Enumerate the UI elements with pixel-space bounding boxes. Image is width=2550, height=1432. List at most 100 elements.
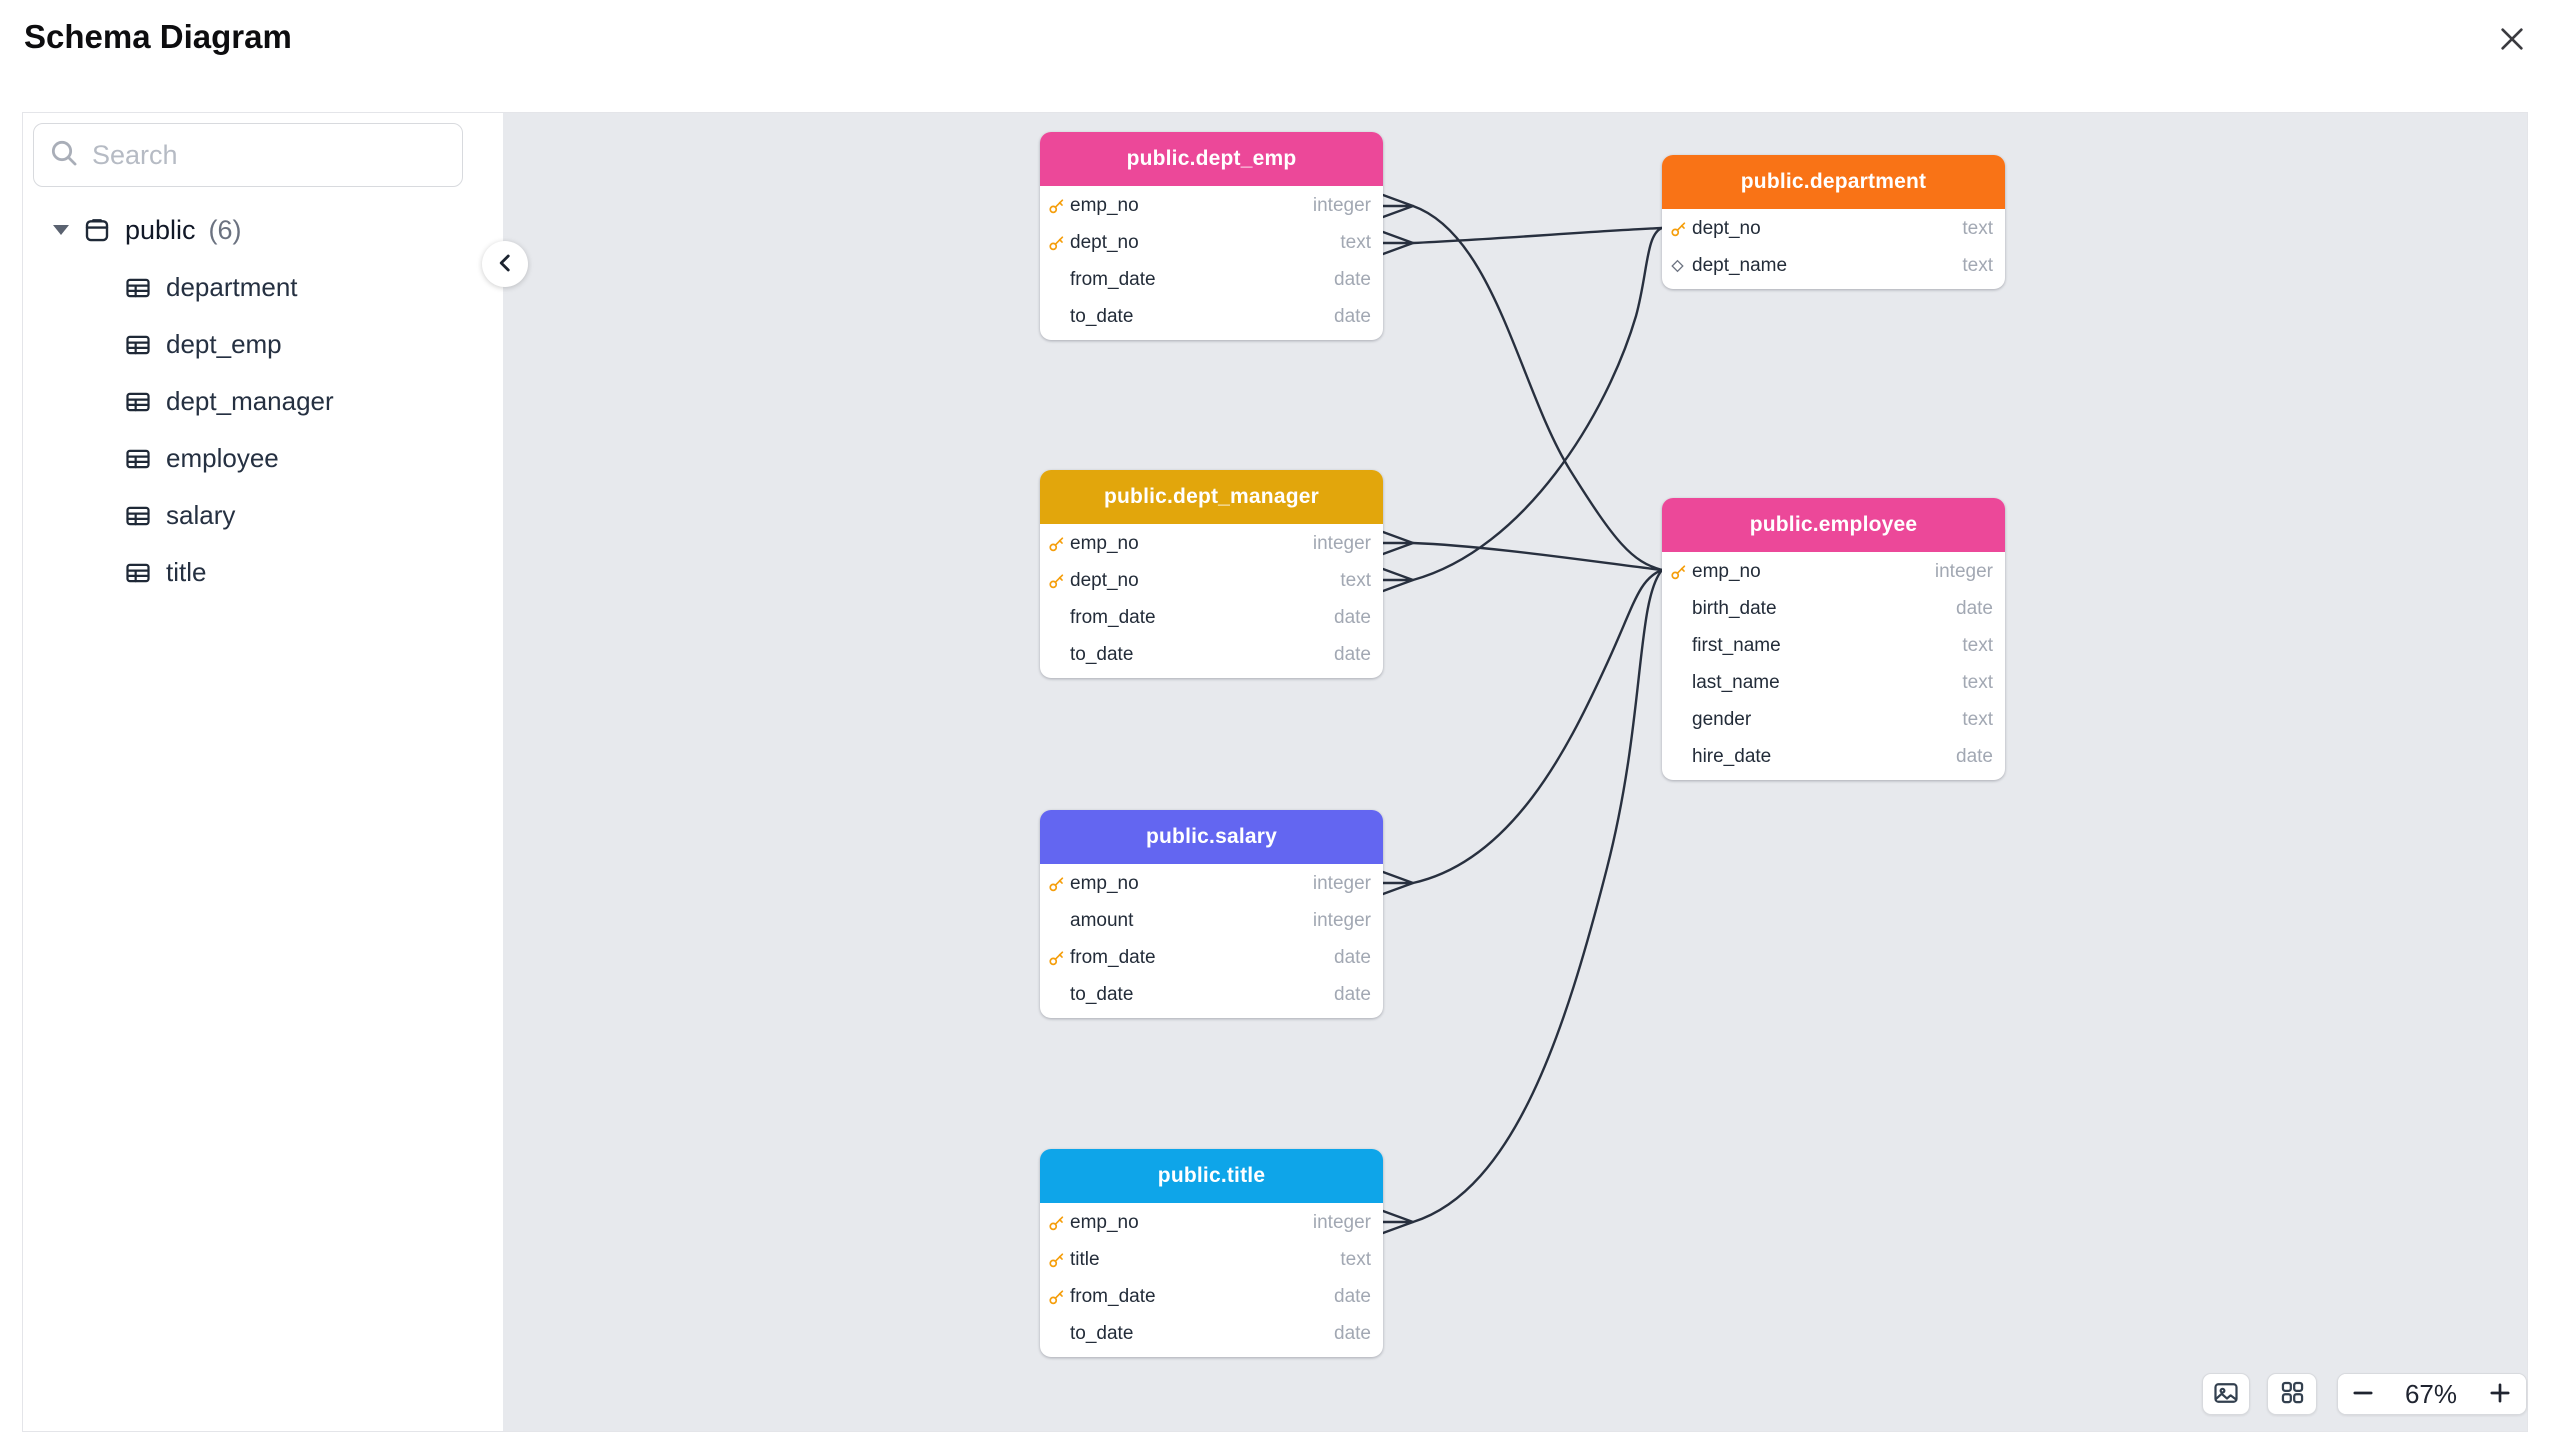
- column-type: integer: [1934, 560, 1993, 582]
- column-row: to_date date: [1040, 636, 1383, 673]
- column-row: to_date date: [1040, 298, 1383, 335]
- table-node-department[interactable]: public.department dept_no text dept_name…: [1662, 155, 2005, 289]
- column-row: to_date date: [1040, 976, 1383, 1013]
- column-row: last_name text: [1662, 664, 2005, 701]
- column-name: birth_date: [1692, 597, 1777, 619]
- column-type: date: [1334, 1285, 1371, 1307]
- column-row: amount integer: [1040, 902, 1383, 939]
- table-node-dept-manager[interactable]: public.dept_manager emp_no integer dept_…: [1040, 470, 1383, 678]
- crowfoot-dept-emp-dept-no: [1381, 230, 1415, 256]
- auto-layout-button[interactable]: [2267, 1373, 2317, 1415]
- tree-item-title[interactable]: title: [23, 544, 503, 601]
- column-row: from_date date: [1040, 1278, 1383, 1315]
- tree-item-label: title: [166, 557, 207, 587]
- table-icon: [124, 388, 152, 416]
- column-name: from_date: [1070, 1285, 1156, 1307]
- table-icon: [124, 559, 152, 587]
- chevron-left-icon: [492, 250, 518, 279]
- page-title: Schema Diagram: [24, 18, 292, 55]
- primary-key-icon: [1048, 572, 1066, 590]
- column-row: dept_name text: [1662, 247, 2005, 284]
- crowfoot-dept-manager-dept-no: [1381, 567, 1415, 593]
- export-image-button[interactable]: [2202, 1373, 2250, 1415]
- tree-item-schema-public[interactable]: public (6): [23, 201, 503, 259]
- primary-key-icon: [1670, 563, 1688, 581]
- column-type: text: [1962, 634, 1993, 656]
- column-type: date: [1334, 305, 1371, 327]
- tree-item-label: dept_emp: [166, 329, 282, 359]
- column-name: emp_no: [1692, 560, 1761, 582]
- column-name: amount: [1070, 909, 1134, 931]
- primary-key-icon: [1048, 535, 1066, 553]
- column-row: to_date date: [1040, 1315, 1383, 1352]
- table-node-header: public.salary: [1040, 810, 1383, 864]
- close-icon: [2496, 23, 2528, 58]
- sidebar: public (6) department dept_emp dept_mana…: [23, 113, 503, 1431]
- unique-icon: [1670, 258, 1685, 273]
- search-box: [33, 123, 463, 187]
- link-dept-manager-to-department: [1411, 226, 1664, 582]
- table-node-body: emp_no integer dept_no text from_date da…: [1040, 524, 1383, 678]
- tree-item-salary[interactable]: salary: [23, 487, 503, 544]
- schema-icon: [82, 215, 112, 245]
- column-row: dept_no text: [1040, 224, 1383, 261]
- link-dept-manager-to-employee: [1411, 541, 1664, 572]
- column-row: emp_no integer: [1040, 865, 1383, 902]
- zoom-out-button[interactable]: [2338, 1374, 2388, 1414]
- tree-item-dept-emp[interactable]: dept_emp: [23, 316, 503, 373]
- table-icon: [124, 445, 152, 473]
- crowfoot-dept-emp-emp-no: [1381, 193, 1415, 219]
- column-row: emp_no integer: [1040, 525, 1383, 562]
- column-row: emp_no integer: [1040, 1204, 1383, 1241]
- table-node-salary[interactable]: public.salary emp_no integer amount inte…: [1040, 810, 1383, 1018]
- column-name: last_name: [1692, 671, 1780, 693]
- diagram-canvas[interactable]: public.dept_emp emp_no integer dept_no t…: [503, 113, 2527, 1431]
- column-type: text: [1962, 254, 1993, 276]
- column-name: title: [1070, 1248, 1100, 1270]
- collapse-sidebar-button[interactable]: [482, 241, 528, 287]
- tree-item-employee[interactable]: employee: [23, 430, 503, 487]
- column-type: text: [1962, 217, 1993, 239]
- primary-key-icon: [1670, 220, 1688, 238]
- column-row: title text: [1040, 1241, 1383, 1278]
- column-row: first_name text: [1662, 627, 2005, 664]
- link-title-to-employee: [1411, 568, 1664, 1224]
- column-name: emp_no: [1070, 194, 1139, 216]
- schema-tree: public (6) department dept_emp dept_mana…: [23, 201, 503, 601]
- column-row: gender text: [1662, 701, 2005, 738]
- column-type: text: [1340, 1248, 1371, 1270]
- column-row: dept_no text: [1040, 562, 1383, 599]
- zoom-controls: 67%: [2337, 1373, 2527, 1415]
- crowfoot-title-emp-no: [1381, 1209, 1415, 1235]
- column-row: emp_no integer: [1040, 187, 1383, 224]
- column-type: integer: [1312, 1211, 1371, 1233]
- close-button[interactable]: [2488, 16, 2536, 64]
- tree-item-label: employee: [166, 443, 279, 473]
- column-row: hire_date date: [1662, 738, 2005, 775]
- zoom-in-button[interactable]: [2474, 1374, 2526, 1414]
- search-input[interactable]: [92, 139, 448, 171]
- primary-key-icon: [1048, 1288, 1066, 1306]
- column-row: birth_date date: [1662, 590, 2005, 627]
- schema-diagram-panel: public (6) department dept_emp dept_mana…: [22, 112, 2528, 1432]
- table-node-dept-emp[interactable]: public.dept_emp emp_no integer dept_no t…: [1040, 132, 1383, 340]
- column-type: integer: [1312, 909, 1371, 931]
- link-dept-emp-to-department: [1411, 226, 1664, 245]
- column-type: date: [1956, 597, 1993, 619]
- table-node-header: public.dept_emp: [1040, 132, 1383, 186]
- tree-item-department[interactable]: department: [23, 259, 503, 316]
- column-name: to_date: [1070, 983, 1134, 1005]
- image-icon: [2212, 1379, 2240, 1410]
- column-type: text: [1962, 671, 1993, 693]
- column-name: to_date: [1070, 643, 1134, 665]
- table-node-body: dept_no text dept_name text: [1662, 209, 2005, 289]
- column-type: text: [1340, 231, 1371, 253]
- table-node-title[interactable]: public.title emp_no integer title text: [1040, 1149, 1383, 1357]
- link-dept-emp-to-employee: [1411, 204, 1664, 572]
- column-row: dept_no text: [1662, 210, 2005, 247]
- column-name: dept_name: [1692, 254, 1788, 276]
- table-node-header: public.department: [1662, 155, 2005, 209]
- tree-item-dept-manager[interactable]: dept_manager: [23, 373, 503, 430]
- table-node-employee[interactable]: public.employee emp_no integer birth_dat…: [1662, 498, 2005, 780]
- column-type: integer: [1312, 194, 1371, 216]
